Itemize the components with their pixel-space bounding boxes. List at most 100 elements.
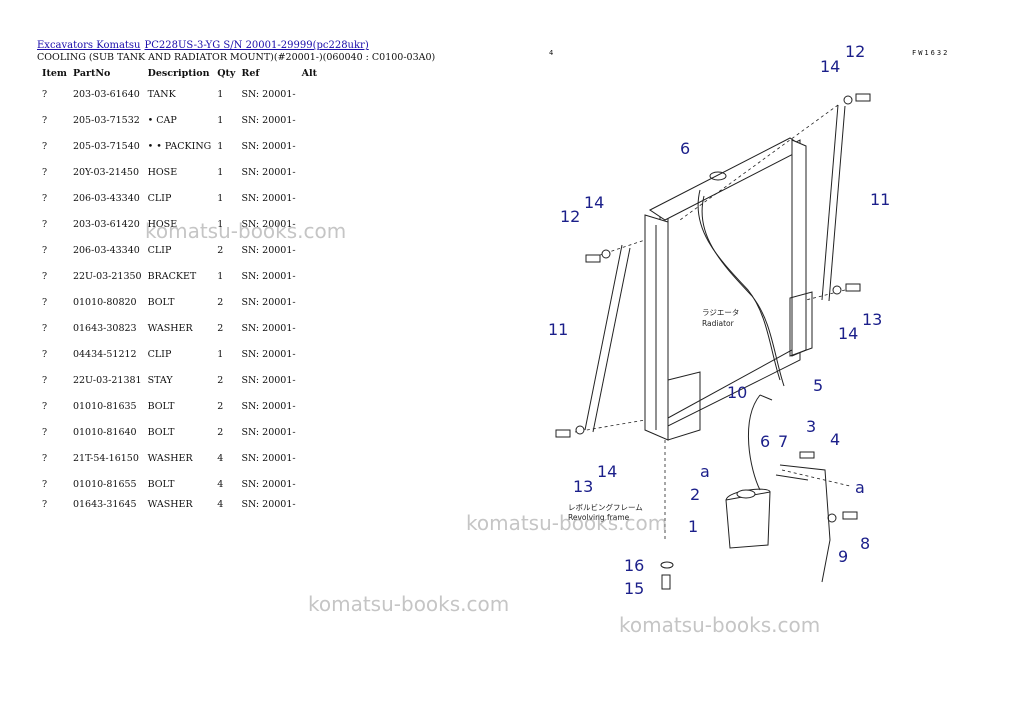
cell-qty: 4 <box>217 498 224 510</box>
cell-ref: SN: 20001- <box>241 348 296 360</box>
cell-ref: SN: 20001- <box>241 426 296 438</box>
cell-item: ? <box>42 426 48 438</box>
cell-ref: SN: 20001- <box>241 192 296 204</box>
cell-ref: SN: 20001- <box>241 166 296 178</box>
cell-qty: 1 <box>217 114 224 126</box>
table-row: ? 22U-03-21350 BRACKET 1 SN: 20001- <box>37 263 320 289</box>
cell-partno: 205-03-71540 <box>72 140 140 152</box>
cell-partno: 21T-54-16150 <box>72 452 139 464</box>
cell-alt <box>299 185 320 211</box>
cell-description: WASHER <box>147 322 193 334</box>
cell-qty: 1 <box>217 218 224 230</box>
table-row: ? 01643-30823 WASHER 2 SN: 20001- <box>37 315 320 341</box>
cell-alt <box>299 263 320 289</box>
cell-alt <box>299 289 320 315</box>
cell-partno: 01010-81640 <box>72 426 137 438</box>
frame-label-en: Revolving frame <box>568 513 630 522</box>
cell-partno: 203-03-61420 <box>72 218 140 230</box>
cell-ref: SN: 20001- <box>241 296 296 308</box>
cell-partno: 01010-81655 <box>72 478 137 490</box>
cell-ref: SN: 20001- <box>241 322 296 334</box>
cell-description: BOLT <box>147 296 175 308</box>
breadcrumb-link-model[interactable]: PC228US-3-YG S/N 20001-29999(pc228ukr) <box>144 40 369 51</box>
cell-partno: 01643-30823 <box>72 322 137 334</box>
callout-2: 2 <box>690 485 700 504</box>
cell-partno: 22U-03-21350 <box>72 270 142 282</box>
cell-qty: 1 <box>217 88 224 100</box>
callout-12-left: 12 <box>560 207 580 226</box>
col-header-qty: Qty <box>217 67 236 79</box>
cell-ref: SN: 20001- <box>241 478 296 490</box>
cell-item: ? <box>42 270 48 282</box>
cell-item: ? <box>42 374 48 386</box>
frame-label-jp: レボルビングフレーム <box>568 502 643 512</box>
cell-ref: SN: 20001- <box>241 114 296 126</box>
callout-14-top: 14 <box>820 57 840 76</box>
cell-partno: 206-03-43340 <box>72 244 140 256</box>
callout-a-right: a <box>855 478 865 497</box>
cell-item: ? <box>42 452 48 464</box>
cell-item: ? <box>42 192 48 204</box>
cell-ref: SN: 20001- <box>241 140 296 152</box>
col-header-partno: PartNo <box>72 67 111 79</box>
cell-qty: 2 <box>217 374 224 386</box>
cell-alt <box>299 107 320 133</box>
cell-ref: SN: 20001- <box>241 244 296 256</box>
cell-alt <box>299 367 320 393</box>
callout-10: 10 <box>727 383 747 402</box>
cell-description: CLIP <box>147 348 172 360</box>
cell-description: WASHER <box>147 498 193 510</box>
cell-ref: SN: 20001- <box>241 88 296 100</box>
cell-ref: SN: 20001- <box>241 400 296 412</box>
cell-qty: 2 <box>217 322 224 334</box>
cell-item: ? <box>42 88 48 100</box>
cell-alt <box>299 393 320 419</box>
cell-item: ? <box>42 296 48 308</box>
exploded-parts-diagram: ラジエータ Radiator レボルビングフレーム Revolving fram… <box>548 42 890 598</box>
cell-qty: 4 <box>217 452 224 464</box>
cell-description: BRACKET <box>147 270 197 282</box>
cell-qty: 2 <box>217 244 224 256</box>
cell-alt <box>299 445 320 471</box>
col-header-description: Description <box>147 67 210 79</box>
cell-description: BOLT <box>147 426 175 438</box>
cell-partno: 206-03-43340 <box>72 192 140 204</box>
radiator-label-en: Radiator <box>702 319 735 328</box>
cell-qty: 1 <box>217 270 224 282</box>
radiator-label-jp: ラジエータ <box>702 308 739 317</box>
callout-15: 15 <box>624 579 644 598</box>
cell-item: ? <box>42 498 48 510</box>
callout-9: 9 <box>838 547 848 566</box>
cell-partno: 22U-03-21381 <box>72 374 142 386</box>
callout-a-left: a <box>700 462 710 481</box>
cell-alt <box>299 211 320 237</box>
diagram-mark: 4 <box>549 49 554 57</box>
cell-item: ? <box>42 322 48 334</box>
cell-description: HOSE <box>147 166 178 178</box>
cell-ref: SN: 20001- <box>241 498 296 510</box>
callout-7: 7 <box>778 432 788 451</box>
col-header-ref: Ref <box>241 67 260 79</box>
cell-description: CLIP <box>147 192 172 204</box>
callout-3: 3 <box>806 417 816 436</box>
cell-description: BOLT <box>147 400 175 412</box>
cell-partno: 203-03-61640 <box>72 88 140 100</box>
cell-ref: SN: 20001- <box>241 270 296 282</box>
cell-item: ? <box>42 218 48 230</box>
cell-description: • CAP <box>147 114 177 126</box>
cell-description: BOLT <box>147 478 175 490</box>
callout-1: 1 <box>688 517 698 536</box>
watermark: komatsu-books.com <box>308 592 510 616</box>
diagram-code: FW1632 <box>912 49 950 57</box>
breadcrumb-link-excavators[interactable]: Excavators Komatsu <box>37 40 141 51</box>
cell-item: ? <box>42 114 48 126</box>
cell-alt <box>299 81 320 107</box>
